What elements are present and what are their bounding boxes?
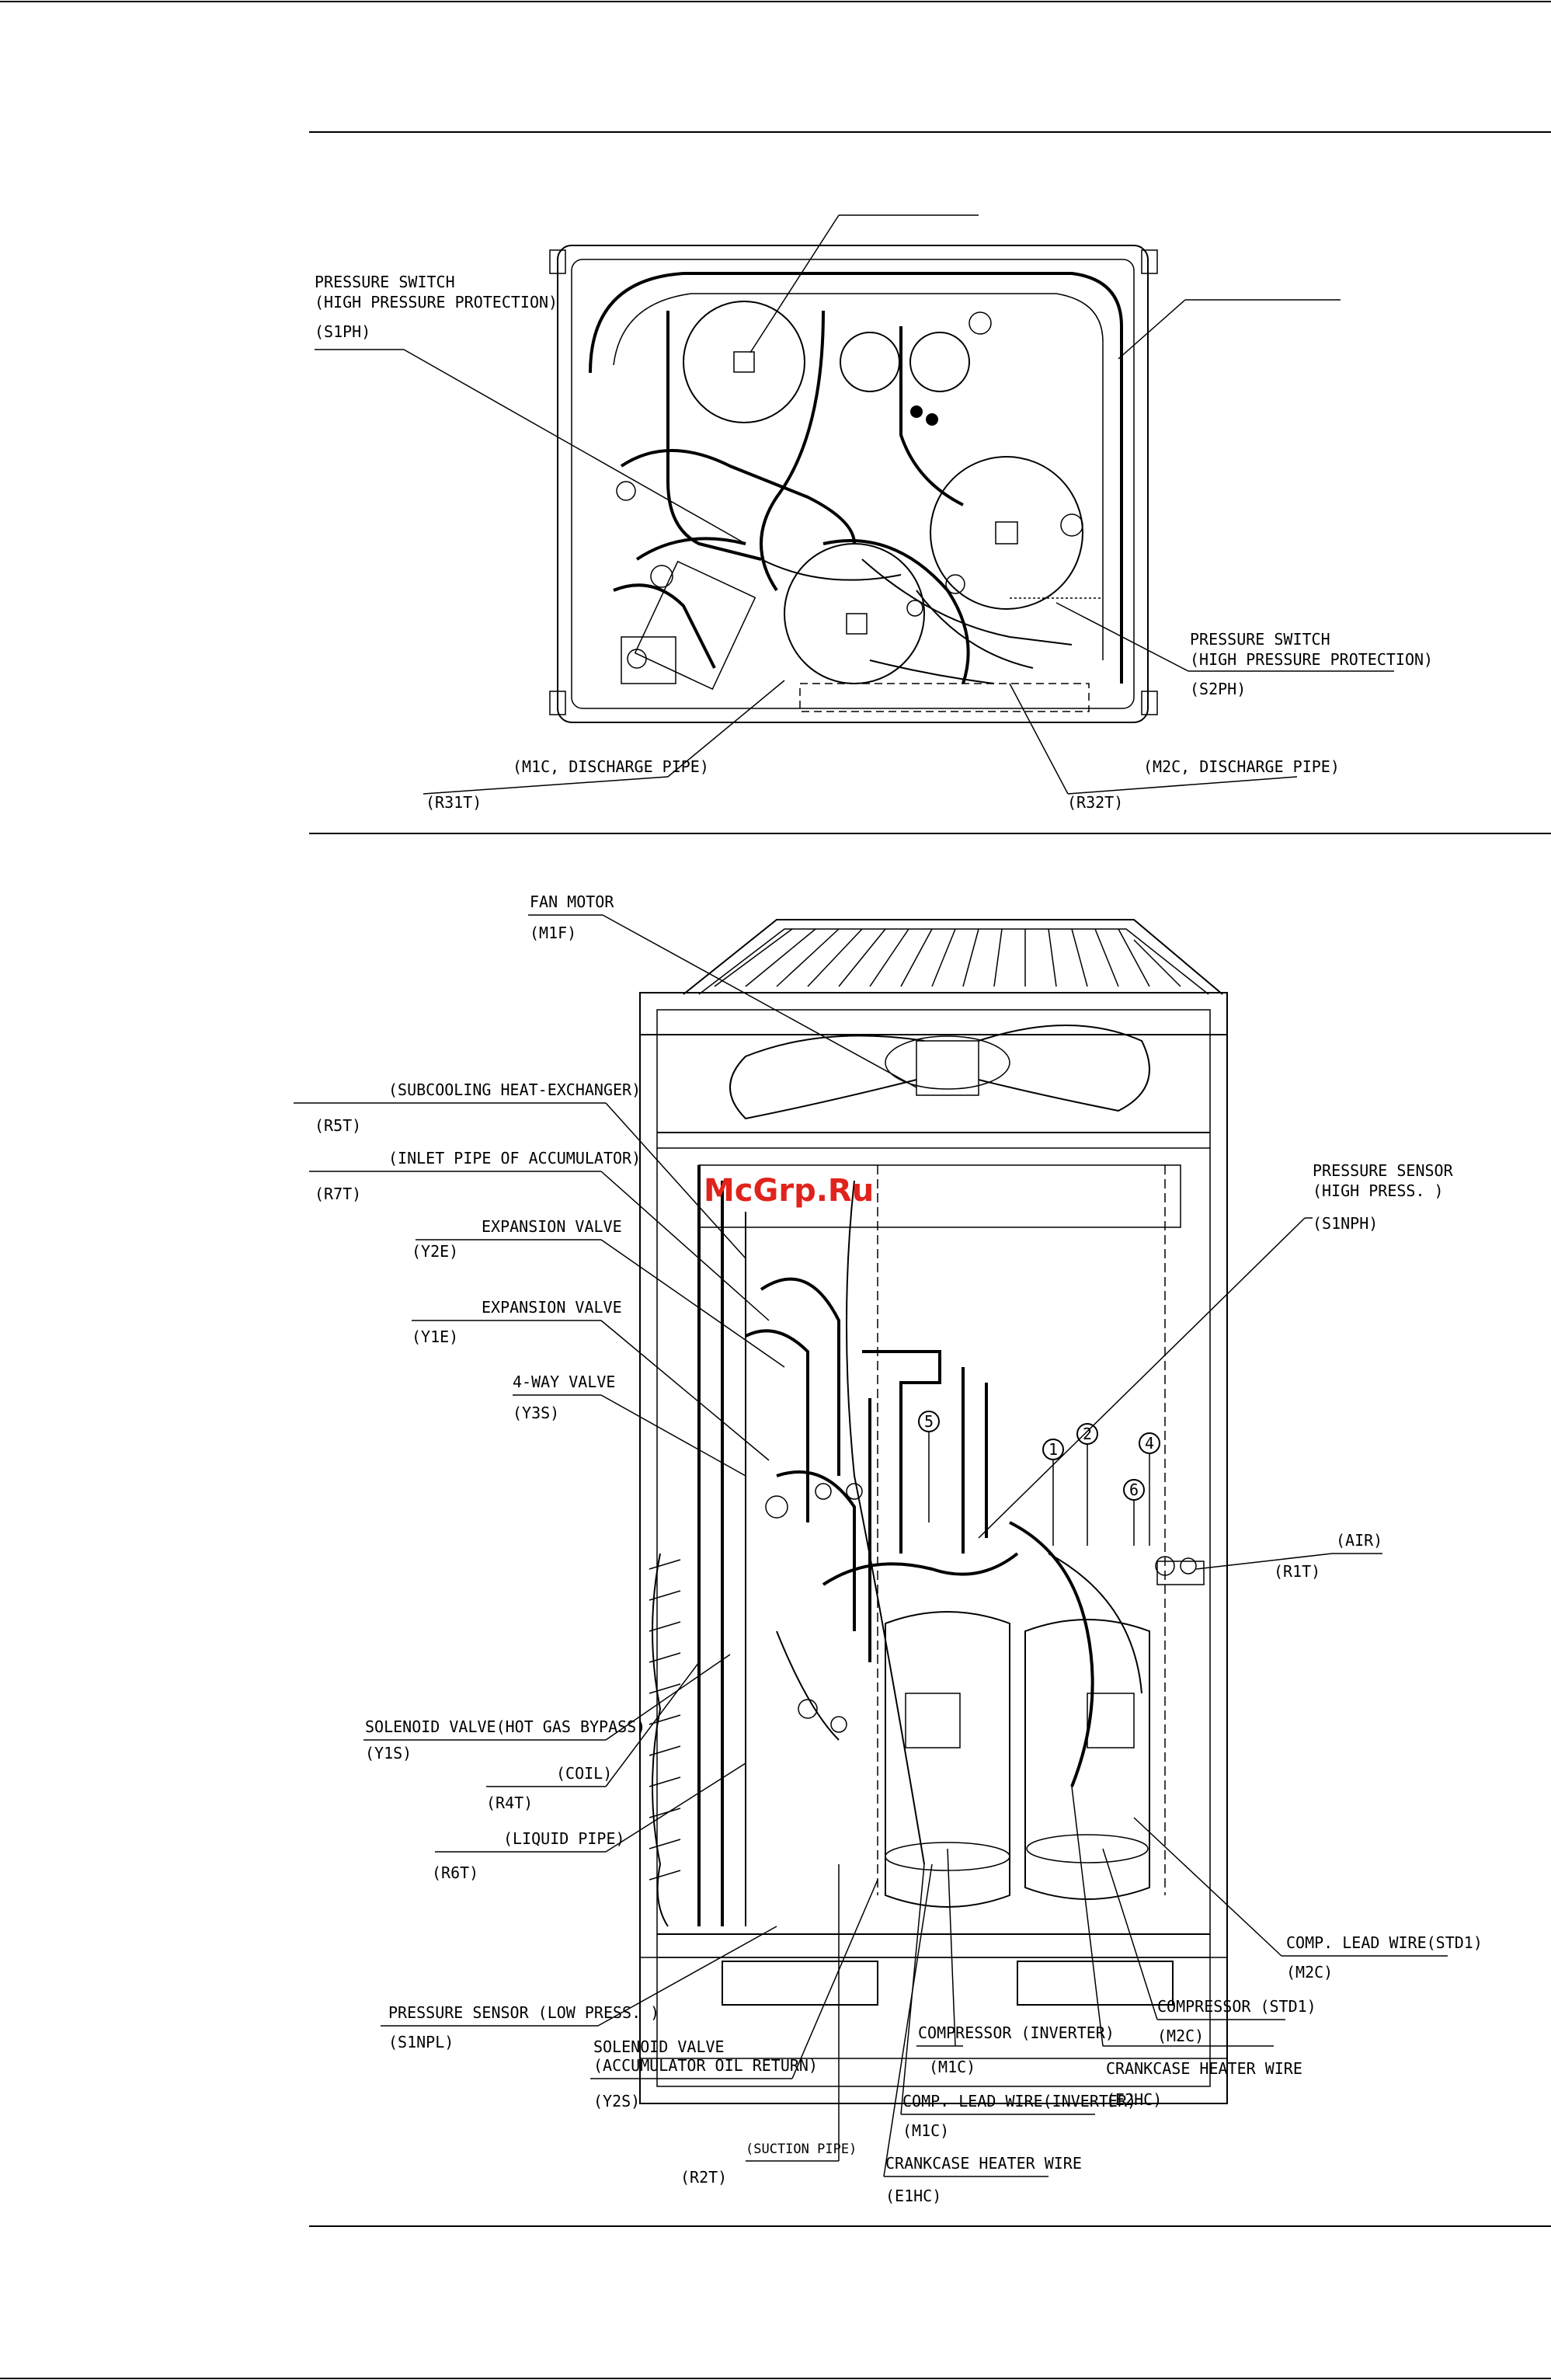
- label-s1ph-code: (S1PH): [315, 322, 370, 341]
- label-m2c-a: (M2C): [1286, 1963, 1333, 1982]
- label-liquid-pipe: (LIQUID PIPE): [503, 1829, 625, 1848]
- label-r32t-code: (R32T): [1067, 793, 1123, 812]
- label-y3s: (Y3S): [513, 1404, 559, 1422]
- top-view-leaders: [315, 214, 1394, 795]
- label-ps-low: PRESSURE SENSOR (LOW PRESS. ): [388, 2003, 659, 2022]
- top-view-drawing: [549, 245, 1158, 723]
- label-fan-motor: FAN MOTOR: [530, 893, 614, 911]
- label-exp-valve-2: EXPANSION VALVE: [482, 1298, 622, 1317]
- label-crank-1: CRANKCASE HEATER WIRE: [885, 2154, 1082, 2173]
- label-s1ph-line2: (HIGH PRESSURE PROTECTION): [315, 293, 558, 311]
- marker-6: 6: [1129, 1481, 1139, 1499]
- watermark-text: McGrp.Ru: [704, 1173, 874, 1209]
- label-r31t-desc: (M1C, DISCHARGE PIPE): [513, 757, 709, 776]
- label-m1f: (M1F): [530, 924, 576, 942]
- label-s2ph-code: (S2PH): [1190, 680, 1246, 698]
- label-y2e: (Y2E): [412, 1242, 458, 1261]
- label-r2t: (R2T): [680, 2168, 727, 2187]
- label-s1npl: (S1NPL): [388, 2033, 454, 2051]
- label-suction: (SUCTION PIPE): [746, 2142, 857, 2157]
- label-r7t: (R7T): [315, 1185, 361, 1203]
- label-r4t: (R4T): [486, 1794, 533, 1812]
- front-view-labels: FAN MOTOR (M1F) (SUBCOOLING HEAT-EXCHANG…: [315, 893, 1483, 2205]
- label-exp-valve-1: EXPANSION VALVE: [482, 1217, 622, 1236]
- label-s1nph: (S1NPH): [1313, 1214, 1378, 1233]
- label-r6t: (R6T): [432, 1863, 478, 1882]
- label-comp-std: COMPRESSOR (STD1): [1157, 1997, 1316, 2016]
- top-view-labels: PRESSURE SWITCH (HIGH PRESSURE PROTECTIO…: [315, 273, 1433, 812]
- front-view-leaders: [294, 914, 1448, 2177]
- label-air: (AIR): [1336, 1531, 1382, 1550]
- label-comp-inv: COMPRESSOR (INVERTER): [918, 2023, 1115, 2042]
- label-four-way: 4-WAY VALVE: [513, 1373, 615, 1391]
- marker-5: 5: [924, 1412, 934, 1431]
- label-e1hc: (E1HC): [885, 2187, 941, 2205]
- label-crank-2: CRANKCASE HEATER WIRE: [1106, 2059, 1302, 2078]
- label-sol-acc-2: (ACCUMULATOR OIL RETURN): [593, 2056, 818, 2075]
- marker-4: 4: [1145, 1434, 1154, 1453]
- label-comp-lead-std: COMP. LEAD WIRE(STD1): [1286, 1933, 1483, 1952]
- label-ps-high-2: (HIGH PRESS. ): [1313, 1181, 1444, 1200]
- label-y1e: (Y1E): [412, 1327, 458, 1346]
- label-y2s: (Y2S): [593, 2092, 640, 2110]
- label-m2c-b: (M2C): [1157, 2027, 1204, 2045]
- label-subcool: (SUBCOOLING HEAT-EXCHANGER): [388, 1080, 641, 1099]
- label-r31t-code: (R31T): [426, 793, 482, 812]
- label-sol-hotgas: SOLENOID VALVE(HOT GAS BYPASS): [365, 1717, 645, 1736]
- label-comp-lead-inv: COMP. LEAD WIRE(INVERTER): [902, 2092, 1136, 2110]
- label-s1ph-line1: PRESSURE SWITCH: [315, 273, 455, 291]
- marker-1: 1: [1048, 1440, 1058, 1459]
- label-r1t: (R1T): [1274, 1562, 1320, 1581]
- label-e2hc: (E2HC): [1106, 2090, 1162, 2109]
- label-m1c-b: (M1C): [902, 2121, 949, 2140]
- label-y1s: (Y1S): [365, 1744, 412, 1762]
- label-ps-high-1: PRESSURE SENSOR: [1313, 1161, 1454, 1180]
- label-coil: (COIL): [556, 1764, 612, 1783]
- label-inlet-acc: (INLET PIPE OF ACCUMULATOR): [388, 1149, 641, 1167]
- front-view-drawing: [639, 919, 1228, 2104]
- label-s2ph-line1: PRESSURE SWITCH: [1190, 630, 1330, 649]
- label-sol-acc-1: SOLENOID VALVE: [593, 2037, 725, 2056]
- label-m1c-a: (M1C): [929, 2058, 975, 2076]
- circle-markers: 5 1 2 4 6: [918, 1411, 1160, 1546]
- label-r32t-desc: (M2C, DISCHARGE PIPE): [1143, 757, 1340, 776]
- label-r5t: (R5T): [315, 1116, 361, 1135]
- label-s2ph-line2: (HIGH PRESSURE PROTECTION): [1190, 650, 1433, 669]
